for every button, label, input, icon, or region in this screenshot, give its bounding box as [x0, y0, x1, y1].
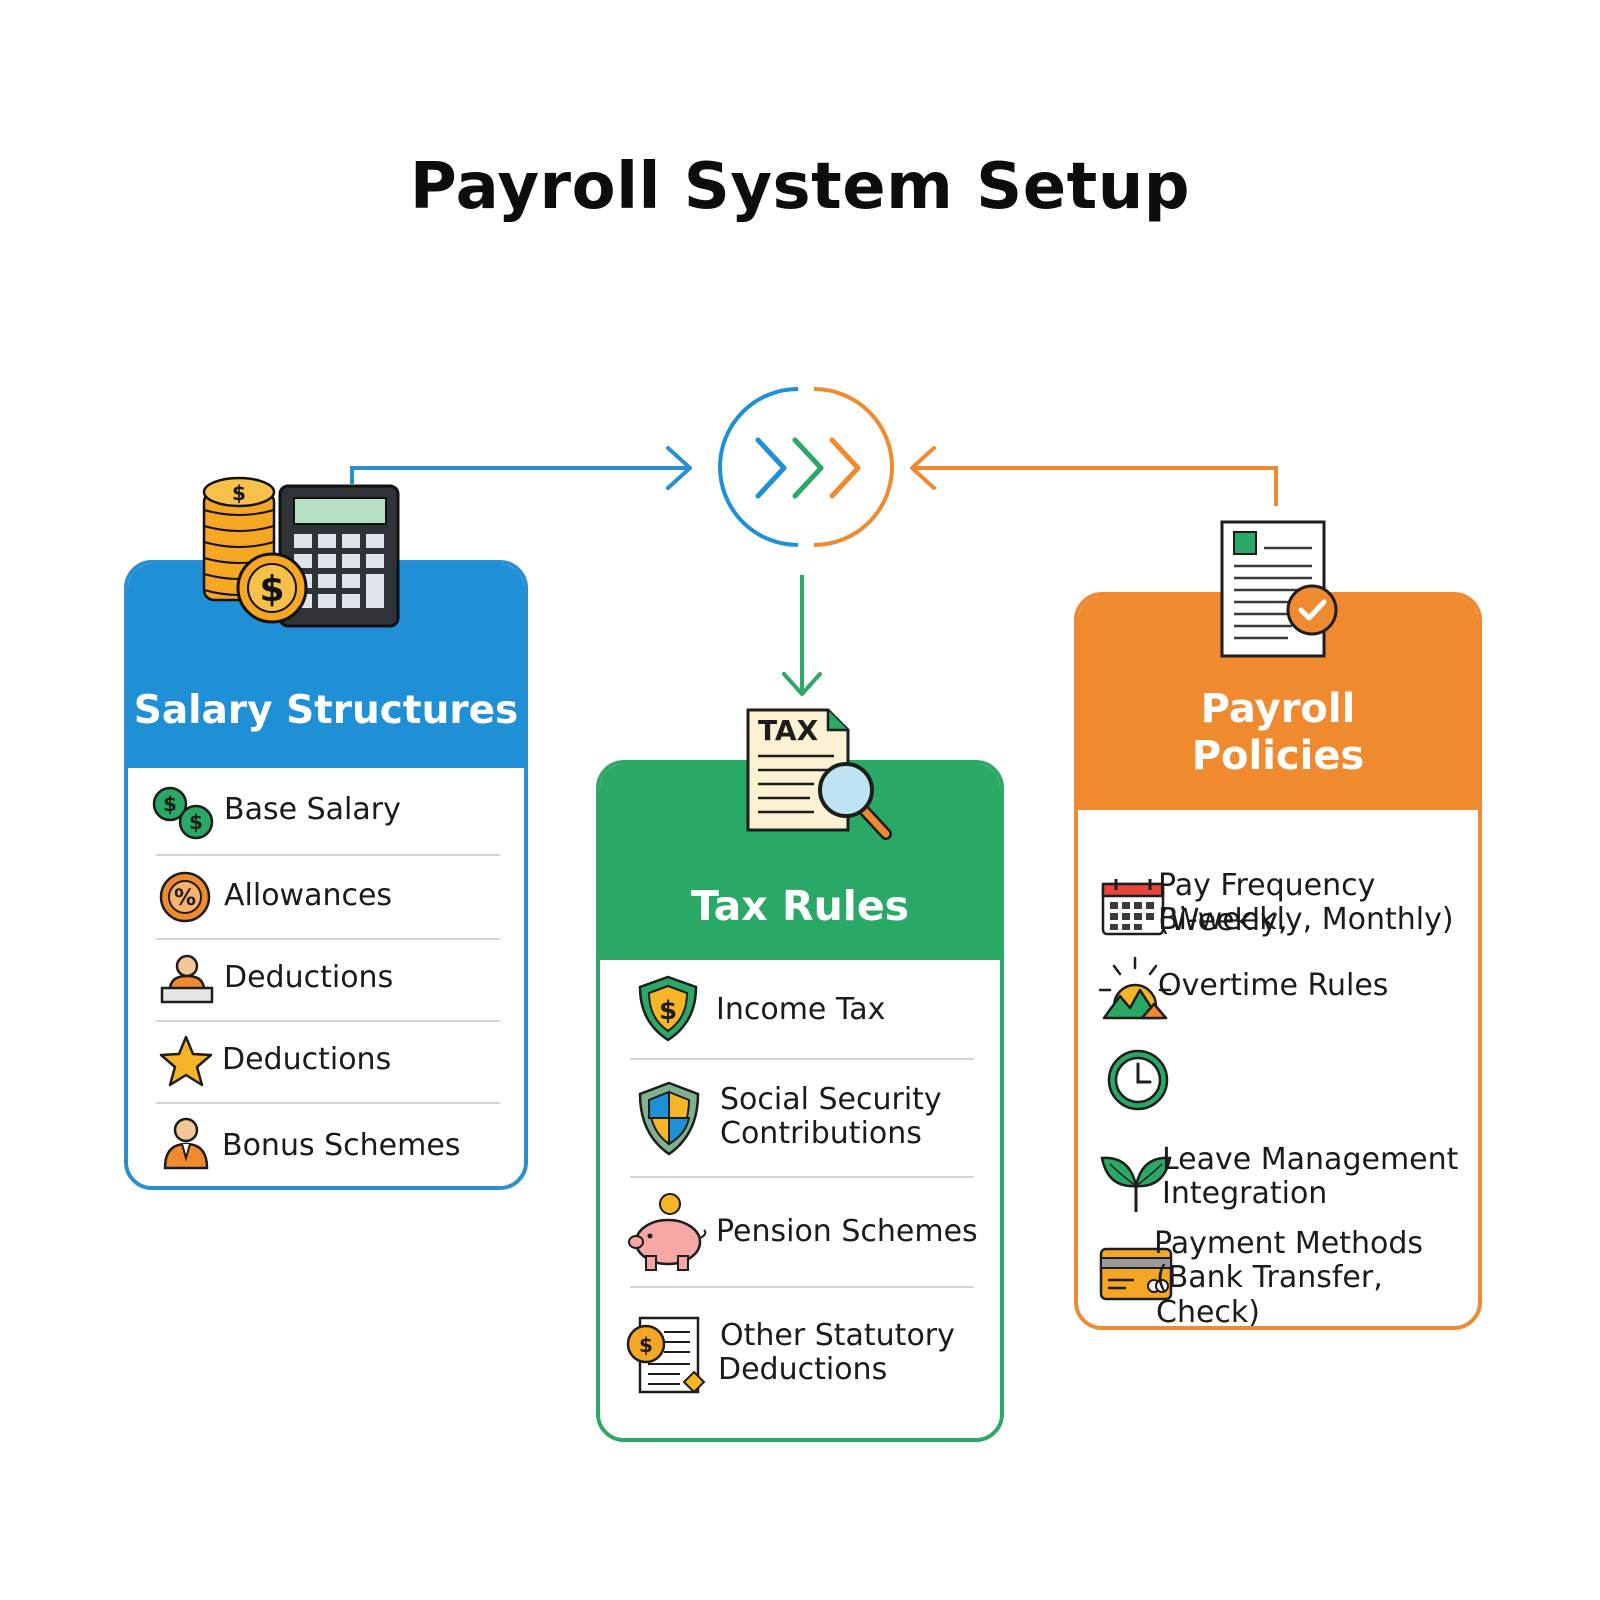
list-item-label: Base Salary — [224, 792, 401, 827]
list-item: Leave Management Integration — [1078, 1126, 1478, 1226]
list-item-line1: Pay Frequency (Weekly, — [1158, 868, 1376, 938]
svg-text:$: $ — [232, 481, 246, 505]
page-title: Payroll System Setup — [409, 150, 1191, 224]
list-item-label: Deductions — [224, 960, 394, 995]
list-item-line2: (Bank Transfer, Check) — [1156, 1260, 1383, 1330]
divider — [156, 1020, 500, 1022]
shield-icon — [638, 1081, 700, 1156]
list-item-line2: Bi-weekly, Monthly) — [1158, 902, 1454, 937]
list-item: Pay Frequency (Weekly, Bi-weekly, Monthl… — [1078, 850, 1478, 950]
tax-connector-arrow — [782, 575, 822, 696]
list-item-line1: Leave Management — [1162, 1142, 1459, 1177]
clock-icon — [1107, 1049, 1169, 1111]
credit-card-icon — [1099, 1247, 1173, 1301]
salary-structures-card: Salary Structures $ $ Base Salary % Allo… — [124, 560, 528, 1190]
list-item-line1: Other Statutory — [720, 1318, 955, 1353]
list-item: Overtime Rules — [1078, 950, 1478, 1042]
divider — [156, 938, 500, 940]
list-item: Social Security Contributions — [600, 1060, 1000, 1176]
policy-connector-arrow — [910, 446, 1278, 506]
list-item-label: Allowances — [224, 878, 393, 913]
tax-label-text: TAX — [758, 714, 819, 747]
list-item: Deductions — [128, 940, 524, 1020]
list-item: $ Other Statutory Deductions — [600, 1288, 1000, 1412]
list-item: Pension Schemes — [600, 1178, 1000, 1286]
list-item: Deductions — [128, 1022, 524, 1102]
percent-coin-icon: % — [159, 871, 211, 923]
svg-text:$: $ — [189, 810, 203, 834]
payroll-policies-heading-line2: Policies — [1191, 732, 1365, 779]
tax-document-magnifier-icon: TAX — [746, 708, 892, 840]
svg-text:%: % — [174, 886, 196, 911]
list-item: Payment Methods (Bank Transfer, Check) — [1078, 1226, 1478, 1326]
star-icon — [159, 1035, 213, 1087]
tax-rules-card: Tax Rules $ Income Tax Social Security C… — [596, 760, 1004, 1442]
list-item-line2: Deductions — [718, 1352, 888, 1387]
dollar-shield-icon: $ — [638, 975, 698, 1042]
list-item: Bonus Schemes — [128, 1104, 524, 1186]
payroll-policies-card: Payroll Policies Pay Frequency (Weekly, … — [1074, 592, 1482, 1330]
checked-document-icon — [1220, 520, 1338, 658]
salary-structures-heading: Salary Structures — [133, 687, 519, 733]
list-item: $ $ Base Salary — [128, 768, 524, 854]
list-item-line2: Integration — [1162, 1176, 1328, 1211]
divider — [156, 854, 500, 856]
list-item-label: Overtime Rules — [1158, 968, 1389, 1003]
tax-rules-heading: Tax Rules — [690, 881, 910, 930]
list-item: % Allowances — [128, 856, 524, 938]
list-item-label: Pension Schemes — [716, 1214, 978, 1249]
dollar-coins-icon: $ $ — [152, 786, 214, 840]
sunrise-icon — [1098, 956, 1172, 1020]
calendar-icon — [1101, 879, 1165, 936]
document-coin-icon: $ — [626, 1316, 706, 1394]
list-item-label: Income Tax — [716, 992, 886, 1027]
divider — [156, 1102, 500, 1104]
list-item-line1: Payment Methods — [1154, 1226, 1424, 1261]
payroll-policies-heading-line1: Payroll — [1200, 685, 1356, 732]
person-desk-icon — [160, 954, 214, 1004]
divider — [630, 1058, 974, 1060]
svg-text:$: $ — [639, 1333, 653, 1357]
divider — [630, 1286, 974, 1288]
list-item-label: Bonus Schemes — [222, 1128, 461, 1163]
person-icon — [163, 1117, 209, 1170]
svg-text:$: $ — [659, 996, 677, 1026]
list-item-label: Deductions — [222, 1042, 392, 1077]
salary-connector-arrow — [350, 446, 692, 490]
piggy-bank-icon — [628, 1193, 707, 1271]
forward-chevrons-icon — [718, 387, 894, 547]
coins-calculator-icon: $ $ — [202, 476, 400, 628]
list-item — [1078, 1042, 1478, 1126]
divider — [630, 1176, 974, 1178]
list-item-line1: Social Security — [720, 1082, 942, 1117]
svg-text:$: $ — [259, 569, 284, 610]
list-item: $ Income Tax — [600, 960, 1000, 1058]
list-item-line2: Contributions — [720, 1116, 922, 1151]
salary-structures-header: Salary Structures — [128, 564, 524, 768]
svg-text:$: $ — [163, 792, 177, 816]
leaves-icon — [1100, 1156, 1172, 1212]
